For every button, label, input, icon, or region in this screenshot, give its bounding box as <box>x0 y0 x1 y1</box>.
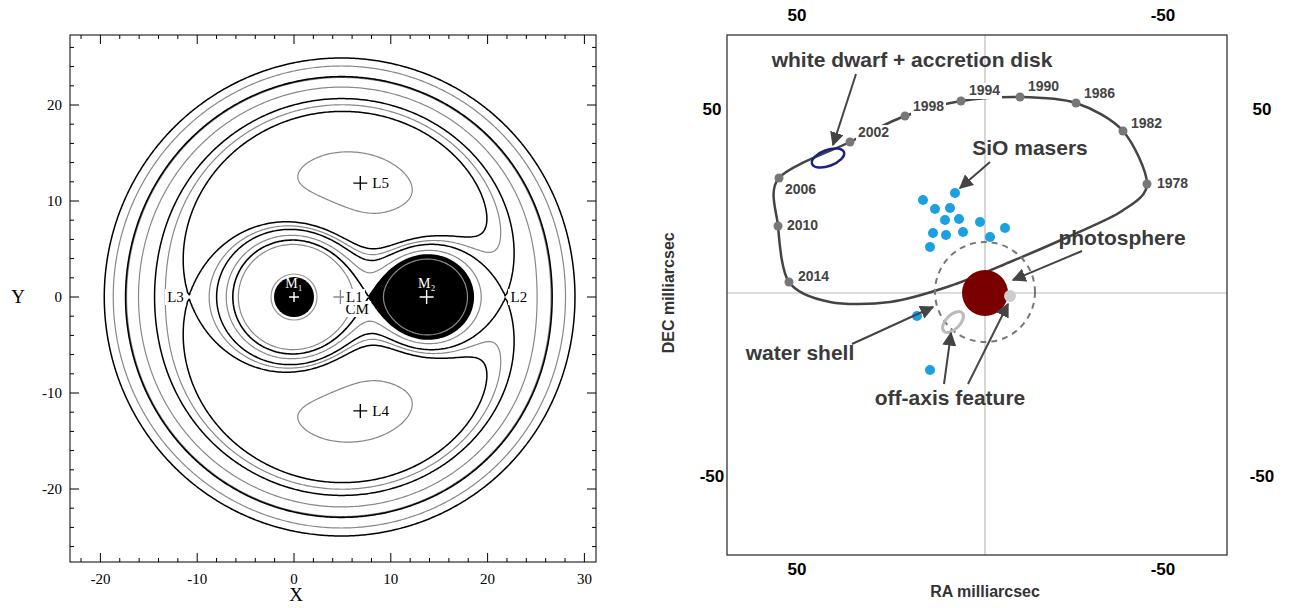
tick-label: -10 <box>42 385 62 402</box>
tick-label: 30 <box>577 571 592 588</box>
axis-title: X <box>289 585 303 606</box>
equipotential-line <box>126 77 553 518</box>
epoch-label: 1998 <box>911 99 946 114</box>
tick-label: -20 <box>90 571 110 588</box>
point-marker <box>420 290 434 304</box>
point-label: L4 <box>370 403 391 420</box>
axis-title: RA milliarcsec <box>930 583 1040 601</box>
tick-label: -50 <box>700 468 725 487</box>
tick-label: -50 <box>1250 468 1275 487</box>
epoch-dot <box>785 278 794 287</box>
callout-label: white dwarf + accretion disk <box>772 48 1053 71</box>
axis-title: Y <box>11 287 25 308</box>
epoch-label: 2010 <box>785 218 820 233</box>
tick-label: 10 <box>47 193 62 210</box>
accretor-ring <box>271 274 317 320</box>
orbit <box>774 93 1152 305</box>
roche-panel <box>3 0 683 605</box>
accretor-disk <box>274 277 314 317</box>
leader-arrows <box>833 74 1082 384</box>
point-label: L1 <box>344 289 365 306</box>
star-name: M₂ <box>418 276 435 291</box>
plot-frame <box>70 35 596 562</box>
callout-label: SiO masers <box>972 136 1088 159</box>
epoch-label: 1986 <box>1082 86 1117 101</box>
star-label-box: M₂ <box>416 275 437 292</box>
axis-ticks <box>70 35 596 562</box>
epoch-dot <box>957 97 966 106</box>
callout-label: off-axis feature <box>875 386 1026 409</box>
epoch-dot <box>774 222 783 231</box>
tick-label: -50 <box>1151 7 1176 26</box>
star-label-box: M₁ <box>283 275 304 292</box>
epoch-dot <box>1016 93 1025 102</box>
callout-label: water shell <box>746 341 855 364</box>
equipotential-line <box>155 99 515 496</box>
equipotential-line <box>139 87 538 507</box>
epoch-dot <box>901 112 910 121</box>
equipotential-line <box>165 105 500 489</box>
tick-marks <box>70 35 596 562</box>
accretion-disk <box>809 145 846 172</box>
roche-contours <box>70 35 596 562</box>
maser-spots <box>912 188 1010 375</box>
tick-label: -10 <box>187 571 207 588</box>
point-marker <box>289 292 299 302</box>
equipotential-line <box>298 152 412 442</box>
epoch-label: 1994 <box>967 83 1002 98</box>
epoch-dot <box>1143 180 1152 189</box>
donor-lobe <box>369 218 506 375</box>
equipotential-line <box>183 111 487 482</box>
equipotential-line <box>127 77 552 516</box>
water-shell <box>935 242 1035 342</box>
orbit-ellipse <box>774 97 1147 304</box>
tick-label: 50 <box>788 561 807 580</box>
epoch-dot <box>846 138 855 147</box>
equipotential-line <box>113 66 565 528</box>
tick-label: -50 <box>1151 561 1176 580</box>
epoch-label: 1978 <box>1155 176 1190 191</box>
tick-label: 50 <box>703 101 722 120</box>
point-label: L3 <box>165 289 186 306</box>
off-axis-ellipse <box>939 308 967 336</box>
off-axis-spot <box>1004 290 1016 302</box>
tick-label: 20 <box>47 97 62 114</box>
epoch-label: 1990 <box>1026 79 1061 94</box>
photosphere-disk <box>962 270 1008 316</box>
tick-label: 50 <box>788 7 807 26</box>
equipotential-line <box>104 58 575 536</box>
tick-label: 20 <box>480 571 495 588</box>
tick-label: 0 <box>55 289 63 306</box>
callout-label: photosphere <box>1058 226 1185 249</box>
plot-frame <box>727 35 1227 555</box>
tick-label: 10 <box>383 571 398 588</box>
epoch-label: 2002 <box>856 125 891 140</box>
epoch-dot <box>775 174 784 183</box>
point-label: L5 <box>370 175 391 192</box>
axis-title: DEC milliarcsec <box>659 233 677 354</box>
tick-label: 50 <box>1253 101 1272 120</box>
orbit-panel <box>727 35 1227 555</box>
star-name: M₁ <box>285 276 302 291</box>
point-marker <box>353 404 367 418</box>
epoch-label: 2006 <box>783 182 818 197</box>
point-marker <box>353 176 367 190</box>
tick-label: -20 <box>42 481 62 498</box>
point-label: L2 <box>508 289 529 306</box>
epoch-dot <box>1072 99 1081 108</box>
epoch-dot <box>1119 127 1128 136</box>
epoch-label: 1982 <box>1129 116 1164 131</box>
epoch-label: 2014 <box>796 269 831 284</box>
